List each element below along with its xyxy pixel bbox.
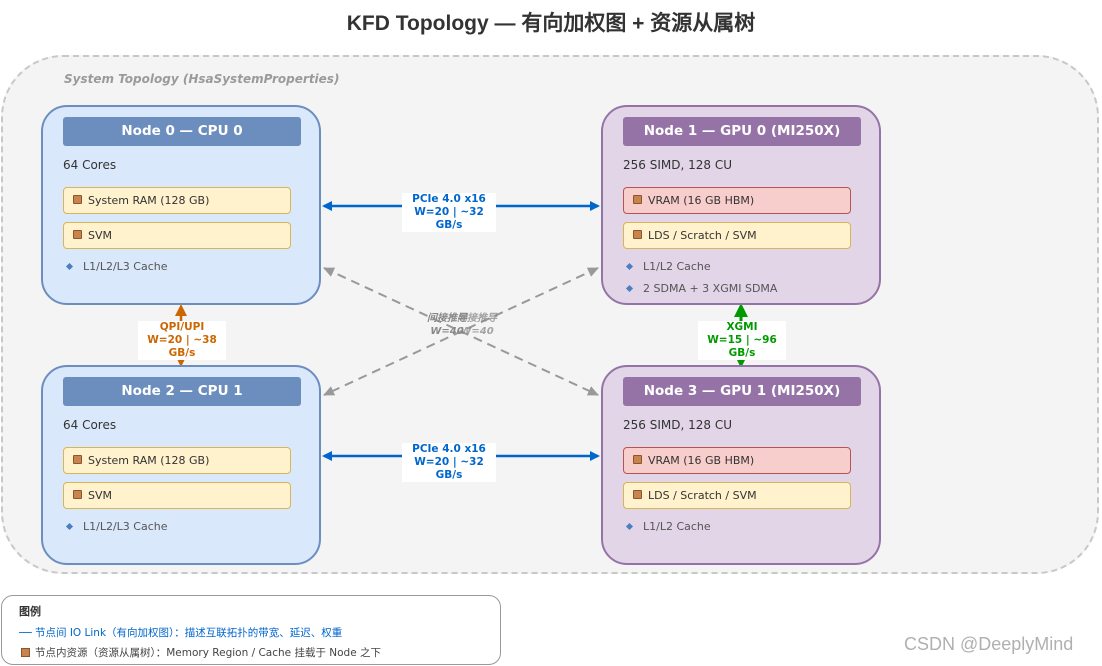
diamond-icon <box>625 522 634 531</box>
legend-io-link: ── 节点间 IO Link（有向加权图）：描述互联拓扑的带宽、延迟、权重 <box>19 627 343 639</box>
node-cores: 64 Cores <box>63 158 117 172</box>
resource-vram: VRAM (16 GB HBM) <box>623 187 851 214</box>
package-icon <box>73 490 82 499</box>
cache-item: L1/L2/L3 Cache <box>65 260 168 273</box>
package-icon <box>633 195 642 204</box>
system-topology-label: System Topology (HsaSystemProperties) <box>64 72 340 86</box>
diamond-icon <box>65 522 74 531</box>
node-cores: 64 Cores <box>63 418 117 432</box>
package-icon <box>73 195 82 204</box>
node-simd: 256 SIMD, 128 CU <box>623 158 732 172</box>
watermark: CSDN @DeeplyMind <box>904 634 1074 654</box>
package-icon <box>633 230 642 239</box>
diamond-icon <box>625 284 634 293</box>
node-simd: 256 SIMD, 128 CU <box>623 418 732 432</box>
package-icon <box>73 455 82 464</box>
resource-system-ram: System RAM (128 GB) <box>63 187 291 214</box>
node-header: Node 2 — CPU 1 <box>63 377 301 406</box>
package-icon <box>73 230 82 239</box>
node-header: Node 1 — GPU 0 (MI250X) <box>623 117 861 146</box>
cache-item: L1/L2 Cache <box>625 520 711 533</box>
resource-system-ram: System RAM (128 GB) <box>63 447 291 474</box>
legend: 图例 ── 节点间 IO Link（有向加权图）：描述互联拓扑的带宽、延迟、权重… <box>1 595 501 665</box>
package-icon <box>633 455 642 464</box>
resource-lds-scratch-svm: LDS / Scratch / SVM <box>623 222 851 249</box>
resource-lds-scratch-svm: LDS / Scratch / SVM <box>623 482 851 509</box>
package-icon <box>21 648 30 657</box>
indirect-link-1-2 <box>323 267 599 396</box>
sdma-item: 2 SDMA + 3 XGMI SDMA <box>625 282 777 295</box>
legend-title: 图例 <box>19 605 41 618</box>
resource-vram: VRAM (16 GB HBM) <box>623 447 851 474</box>
legend-resource: 节点内资源（资源从属树）：Memory Region / Cache 挂载于 N… <box>19 645 381 660</box>
diamond-icon <box>65 262 74 271</box>
cache-item: L1/L2/L3 Cache <box>65 520 168 533</box>
resource-svm: SVM <box>63 482 291 509</box>
diagram-title: KFD Topology — 有向加权图 + 资源从属树 <box>346 12 756 35</box>
node-0-cpu[interactable]: Node 0 — CPU 0 64 Cores System RAM (128 … <box>41 105 321 305</box>
node-header: Node 0 — CPU 0 <box>63 117 301 146</box>
package-icon <box>633 490 642 499</box>
node-header: Node 3 — GPU 1 (MI250X) <box>623 377 861 406</box>
node-2-cpu[interactable]: Node 2 — CPU 1 64 Cores System RAM (128 … <box>41 365 321 565</box>
resource-svm: SVM <box>63 222 291 249</box>
node-1-gpu[interactable]: Node 1 — GPU 0 (MI250X) 256 SIMD, 128 CU… <box>601 105 881 305</box>
node-3-gpu[interactable]: Node 3 — GPU 1 (MI250X) 256 SIMD, 128 CU… <box>601 365 881 565</box>
diamond-icon <box>625 262 634 271</box>
cache-item: L1/L2 Cache <box>625 260 711 273</box>
